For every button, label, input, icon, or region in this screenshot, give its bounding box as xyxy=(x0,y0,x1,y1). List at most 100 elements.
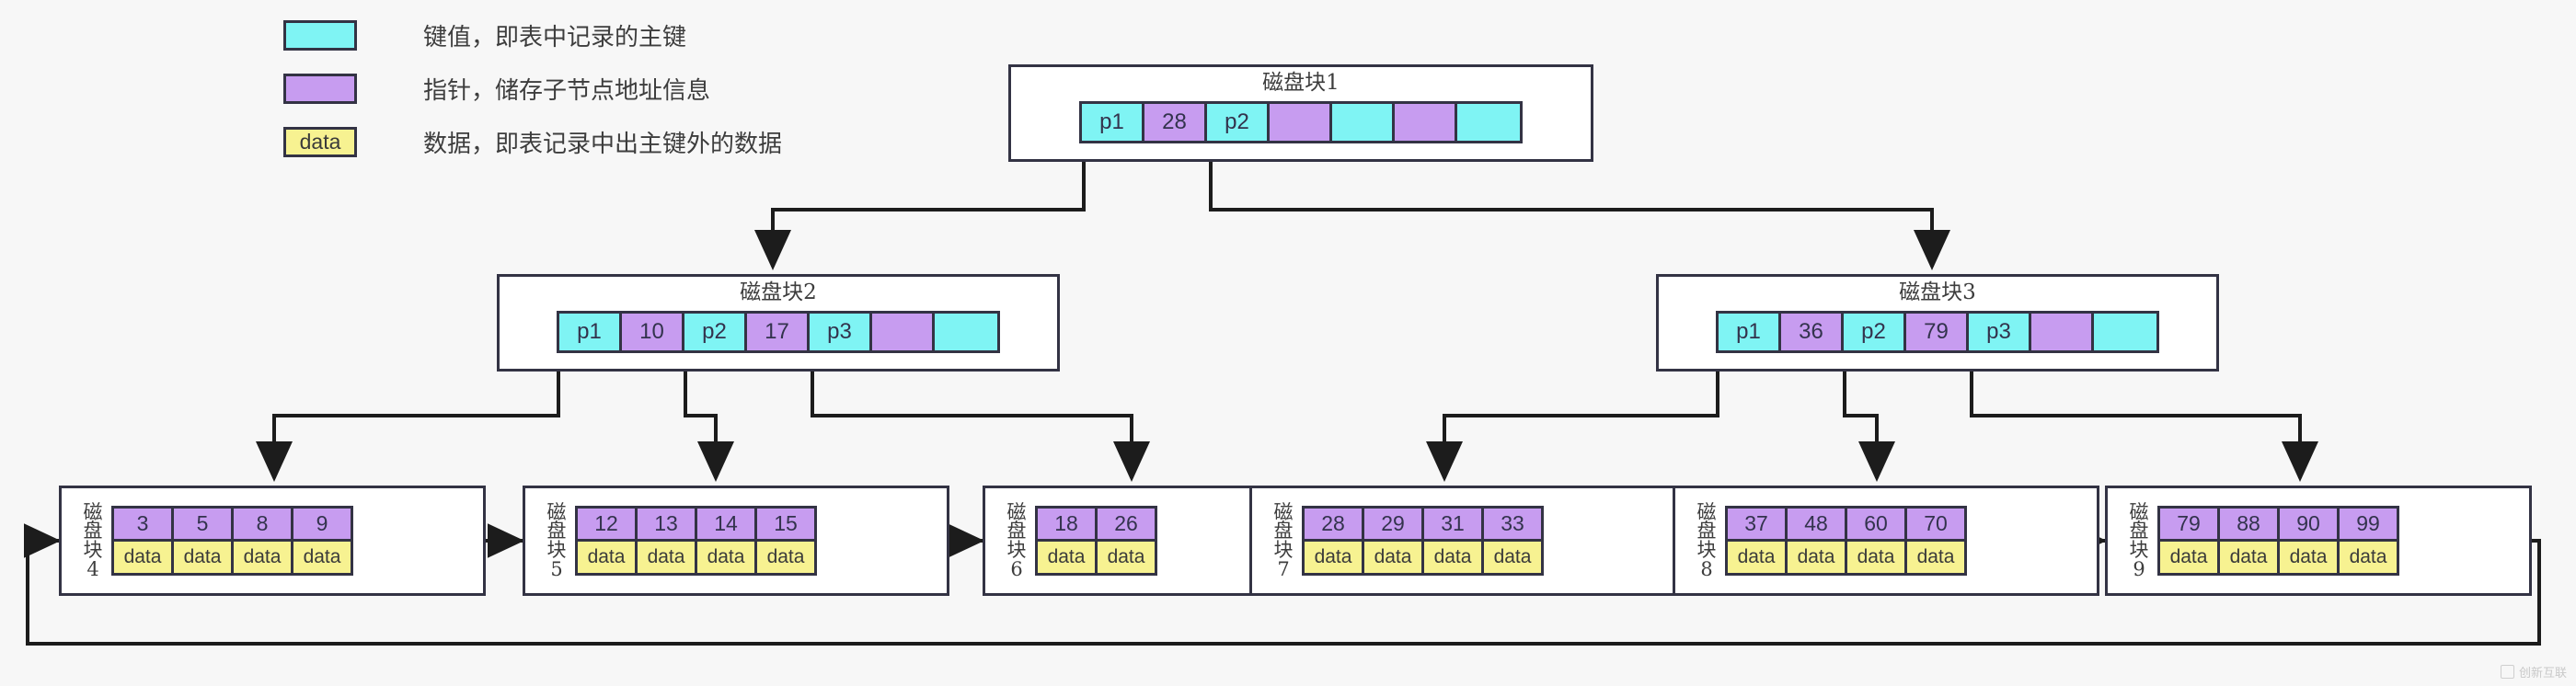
leaf-key-cell: 99 xyxy=(2340,509,2397,542)
leaf-data-cell: data xyxy=(1484,542,1541,573)
legend-swatch-pointer xyxy=(283,74,357,104)
leaf-key-cell: 8 xyxy=(234,509,291,542)
leaf-data-cell: data xyxy=(638,542,695,573)
legend-item-data: data 数据，即表记录中出主键外的数据 xyxy=(283,127,783,158)
leaf-key-cell: 28 xyxy=(1305,509,1362,542)
leaf-label-char: 盘 xyxy=(1273,520,1294,543)
legend-item-pointer: 指针，储存子节点地址信息 xyxy=(283,74,782,105)
node-cell-6 xyxy=(2094,314,2156,350)
leaf-data-cell: data xyxy=(2280,542,2337,573)
leaf-key-cell: 31 xyxy=(1424,509,1481,542)
legend-label-pointer: 指针，储存子节点地址信息 xyxy=(423,77,711,105)
leaf-data-cell: data xyxy=(1364,542,1421,573)
leaf-key-cell: 37 xyxy=(1728,509,1785,542)
leaf-data-cell: data xyxy=(114,542,171,573)
node-cell-0: p1 xyxy=(1082,104,1144,141)
leaf-key-cell: 5 xyxy=(174,509,231,542)
leaf-key-cell: 18 xyxy=(1038,509,1095,542)
leaf-data-cell: data xyxy=(293,542,351,573)
leaf-key-cell: 9 xyxy=(293,509,351,542)
leaf-label-char: 4 xyxy=(86,557,99,580)
leaf-data-cell: data xyxy=(1305,542,1362,573)
node-cell-3: 17 xyxy=(747,314,810,350)
leaf-label-char: 块 xyxy=(1273,539,1294,561)
node-cell-3: 79 xyxy=(1906,314,1969,350)
node-cell-6 xyxy=(1457,104,1520,141)
node-cell-2: p2 xyxy=(1844,314,1906,350)
leaf-key-cell: 13 xyxy=(638,509,695,542)
leaf-data-cell: data xyxy=(578,542,635,573)
leaf-data-cell: data xyxy=(1847,542,1904,573)
leaf-data-cell: data xyxy=(1098,542,1155,573)
leaf-key-cell: 70 xyxy=(1907,509,1964,542)
leaf-label-char: 9 xyxy=(2133,557,2145,580)
leaf-data-cell: data xyxy=(1788,542,1845,573)
node-cell-2: p2 xyxy=(684,314,747,350)
leaf-label-char: 盘 xyxy=(1006,520,1027,543)
legend-swatch-data: data xyxy=(283,127,357,157)
leaf-label-char: 块 xyxy=(1006,539,1027,561)
leaf-label-char: 盘 xyxy=(2129,520,2149,543)
leaf-label-char: 磁 xyxy=(83,500,103,523)
leaf-label-char: 块 xyxy=(83,539,103,561)
leaf-label-char: 7 xyxy=(1277,557,1290,580)
leaf-data-cell: data xyxy=(174,542,231,573)
leaf-label-char: 盘 xyxy=(83,520,103,543)
legend-label-data: 数据，即表记录中出主键外的数据 xyxy=(423,131,783,158)
leaf-data-cell: data xyxy=(1907,542,1964,573)
leaf-data-cell: data xyxy=(2340,542,2397,573)
leaf-label-char: 块 xyxy=(2129,539,2149,561)
node-cell-1: 28 xyxy=(1144,104,1207,141)
node-cell-0: p1 xyxy=(1719,314,1781,350)
leaf-label-char: 磁 xyxy=(1006,500,1027,523)
leaf-label-char: 块 xyxy=(1696,539,1717,561)
legend-item-key: 键值，即表中记录的主键 xyxy=(283,20,782,51)
leaf-data-cell: data xyxy=(2160,542,2217,573)
leaf-data-cell: data xyxy=(697,542,754,573)
leaf-data-cell: data xyxy=(1038,542,1095,573)
leaf-data-cell: data xyxy=(1728,542,1785,573)
leaf-label-char: 盘 xyxy=(1696,520,1717,543)
node-disk3-title: 磁盘块3 xyxy=(1899,280,1976,304)
leaf-key-cell: 26 xyxy=(1098,509,1155,542)
node-cell-3 xyxy=(1270,104,1332,141)
watermark: 创新互联 xyxy=(2500,663,2567,680)
leaf-label-char: 磁 xyxy=(1273,500,1294,523)
leaf-label-char: 磁 xyxy=(2129,500,2149,523)
leaf-data-cell: data xyxy=(757,542,814,573)
leaf-key-cell: 60 xyxy=(1847,509,1904,542)
leaf-label-char: 磁 xyxy=(1696,500,1717,523)
leaf-label-char: 块 xyxy=(546,539,567,561)
leaf-key-cell: 48 xyxy=(1788,509,1845,542)
leaf-key-cell: 15 xyxy=(757,509,814,542)
leaf-label-char: 8 xyxy=(1700,557,1713,580)
